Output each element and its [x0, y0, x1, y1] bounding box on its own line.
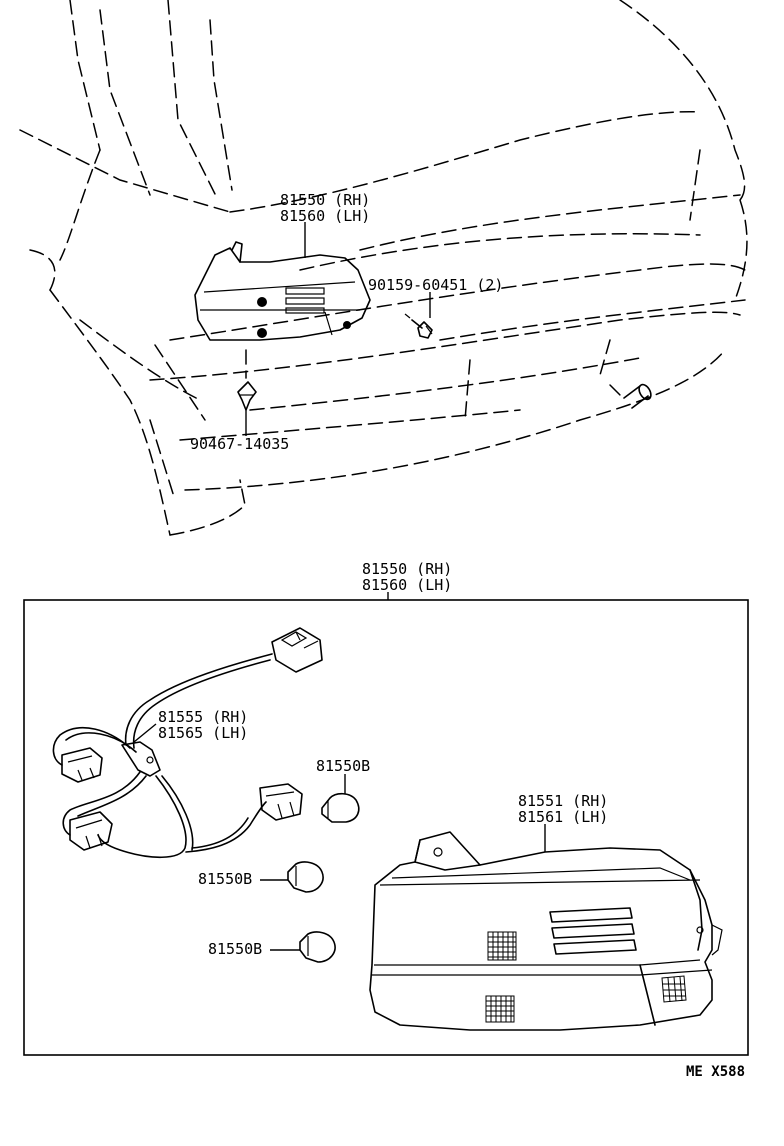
socket-harness — [52, 627, 323, 859]
label-assy-lh: 81560 (LH) — [362, 576, 452, 594]
reflector-mark-side — [343, 321, 351, 329]
bulb-icon-3 — [299, 931, 336, 963]
screw-icon — [404, 313, 433, 339]
reflector-grid-upper — [487, 931, 517, 961]
socket-left-top — [61, 747, 103, 783]
harness-connector — [271, 627, 323, 673]
label-clip: 90467-14035 — [190, 435, 289, 453]
lens-slats — [549, 907, 637, 955]
reflector-grid-lower — [485, 995, 515, 1023]
socket-right — [259, 783, 303, 821]
label-lens-lh: 81561 (LH) — [518, 808, 608, 826]
label-lens-rh: 81551 (RH) — [518, 792, 608, 810]
lamp-lens-assembly — [369, 831, 723, 1031]
reflector-grid-side — [661, 975, 687, 1003]
vehicle-body-outline — [19, 0, 748, 536]
tail-lamp-installed — [194, 241, 371, 341]
lamp-lens-grille — [285, 287, 325, 314]
detail-frame — [23, 599, 749, 1056]
reflector-mark-upper — [257, 297, 267, 307]
label-bulb-2: 81550B — [198, 870, 252, 888]
label-socket-rh: 81555 (RH) — [158, 708, 248, 726]
catalog-code: ME X588 — [686, 1064, 745, 1080]
label-bulb-3: 81550B — [208, 940, 262, 958]
reflector-mark-lower — [257, 328, 267, 338]
socket-left-bottom — [69, 811, 113, 851]
label-screw: 90159-60451 (2) — [368, 276, 503, 294]
bulb-icon-2 — [287, 861, 324, 893]
label-assy-rh: 81550 (RH) — [362, 560, 452, 578]
leader-socket — [133, 723, 157, 743]
clip-icon — [237, 349, 257, 411]
label-lamp-rh: 81550 (RH) — [280, 191, 370, 209]
label-bulb-1: 81550B — [316, 757, 370, 775]
exhaust-pipe — [623, 383, 652, 409]
bulb-icon-1 — [321, 792, 360, 823]
label-lamp-lh: 81560 (LH) — [280, 207, 370, 225]
label-socket-lh: 81565 (LH) — [158, 724, 248, 742]
